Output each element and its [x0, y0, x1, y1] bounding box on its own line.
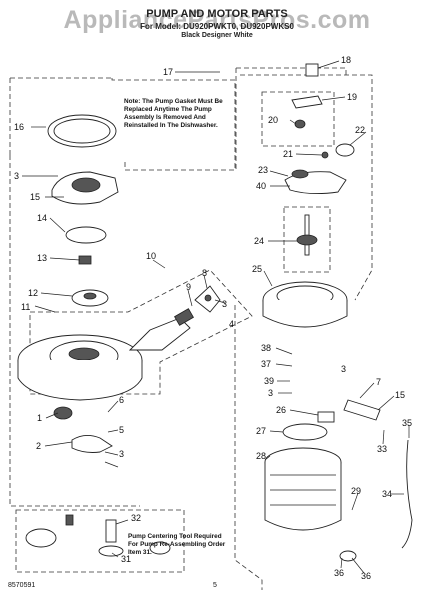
- clamp-part: [335, 143, 355, 157]
- callout-24: 24: [254, 236, 264, 246]
- callout-6: 7: [376, 377, 381, 387]
- outline-seal-box: [261, 91, 335, 147]
- callout-22: 22: [355, 125, 365, 135]
- diagram-title: PUMP AND MOTOR PARTS: [146, 8, 288, 20]
- housing-cover-part: [51, 171, 119, 205]
- callout-35: 36: [334, 568, 344, 578]
- callout-18: 18: [341, 55, 351, 65]
- callout-17: 17: [163, 67, 173, 77]
- callout-labels: 16 17 18 19 20 21 22 23 40 24 25 3 15 14…: [14, 55, 412, 581]
- callout-14: 15: [30, 192, 40, 202]
- callout-30: 31: [121, 554, 131, 564]
- callout-26: 26: [276, 405, 286, 415]
- callout-11: 12: [28, 288, 38, 298]
- callout-3e: 3: [268, 388, 273, 398]
- callout-15: 15: [395, 390, 405, 400]
- callout-13: 14: [37, 213, 47, 223]
- callout-3a: 3: [14, 171, 19, 181]
- o-ring-part: [65, 226, 107, 244]
- callout-7: 8: [202, 268, 207, 278]
- callout-36: 36: [361, 571, 371, 581]
- pump-gasket-part: [47, 114, 117, 148]
- motor-mount-part: [262, 281, 348, 328]
- callout-10: 11: [21, 302, 30, 312]
- callout-3c: 3: [119, 449, 124, 459]
- centering-tool-note: Pump Centering Tool Required For Pump Re…: [128, 533, 226, 556]
- document-number: 8570591: [8, 582, 36, 589]
- model-line: For Model: DU920PWKT0, DU920PWKS0: [140, 22, 294, 31]
- drain-hose-part: [401, 439, 413, 549]
- callout-1: 1: [37, 413, 42, 423]
- callout-12: 13: [37, 253, 47, 263]
- impeller-part: [71, 289, 109, 307]
- impeller-nut-part: [78, 255, 92, 265]
- callout-25: 25: [252, 264, 262, 274]
- callout-9: 10: [146, 251, 156, 261]
- page-number: 5: [213, 582, 217, 589]
- motor-cap-part: [305, 63, 319, 77]
- shaft-part: [296, 214, 318, 256]
- callout-3f: 4: [229, 319, 234, 329]
- outline-shaft-box: [283, 206, 331, 273]
- gasket-plate-part: [284, 169, 347, 195]
- callout-37: 37: [261, 359, 271, 369]
- callout-3b: 3: [222, 299, 227, 309]
- callout-32: 33: [377, 444, 387, 454]
- callout-3d: 3: [341, 364, 346, 374]
- bracket-part: [71, 435, 113, 453]
- callout-34: 35: [402, 418, 412, 428]
- outline-top-left-assembly: [9, 77, 236, 507]
- callout-4: 5: [119, 425, 124, 435]
- callout-27: 27: [256, 426, 266, 436]
- color-line: Black Designer White: [181, 32, 253, 39]
- callout-38: 38: [261, 343, 271, 353]
- callout-19: 19: [347, 92, 357, 102]
- callout-23: 23: [258, 165, 268, 175]
- callout-8: 9: [186, 282, 191, 292]
- callout-16: 16: [14, 122, 24, 132]
- hose-fitting-part: [343, 399, 381, 421]
- centering-tool-kit: [25, 514, 171, 557]
- callout-2: 2: [36, 441, 41, 451]
- callout-29: 29: [351, 486, 361, 496]
- diverter-assembly-part: [128, 285, 221, 351]
- leader-lines: [22, 60, 410, 574]
- callout-5: 6: [119, 395, 124, 405]
- callout-39: 39: [264, 376, 274, 386]
- switch-part: [317, 411, 335, 423]
- pump-gasket-note: Note: The Pump Gasket Must Be Replaced A…: [124, 98, 223, 129]
- callout-40: 40: [256, 181, 266, 191]
- callout-33: 34: [382, 489, 392, 499]
- seal-part: [291, 95, 323, 129]
- callout-21: 21: [283, 149, 293, 159]
- callout-28: 28: [256, 451, 266, 461]
- site-watermark: AppliancePartsPros.com: [63, 6, 371, 34]
- callout-20: 20: [268, 115, 278, 125]
- chopper-part: [53, 406, 73, 420]
- outline-pump-column: [234, 305, 263, 590]
- fan-part: [282, 423, 328, 441]
- outline-bottom-left-kit: [15, 509, 185, 573]
- pump-housing-part: [17, 334, 143, 401]
- washer-part: [321, 151, 329, 159]
- motor-part: [264, 447, 342, 531]
- callout-31: 32: [131, 513, 141, 523]
